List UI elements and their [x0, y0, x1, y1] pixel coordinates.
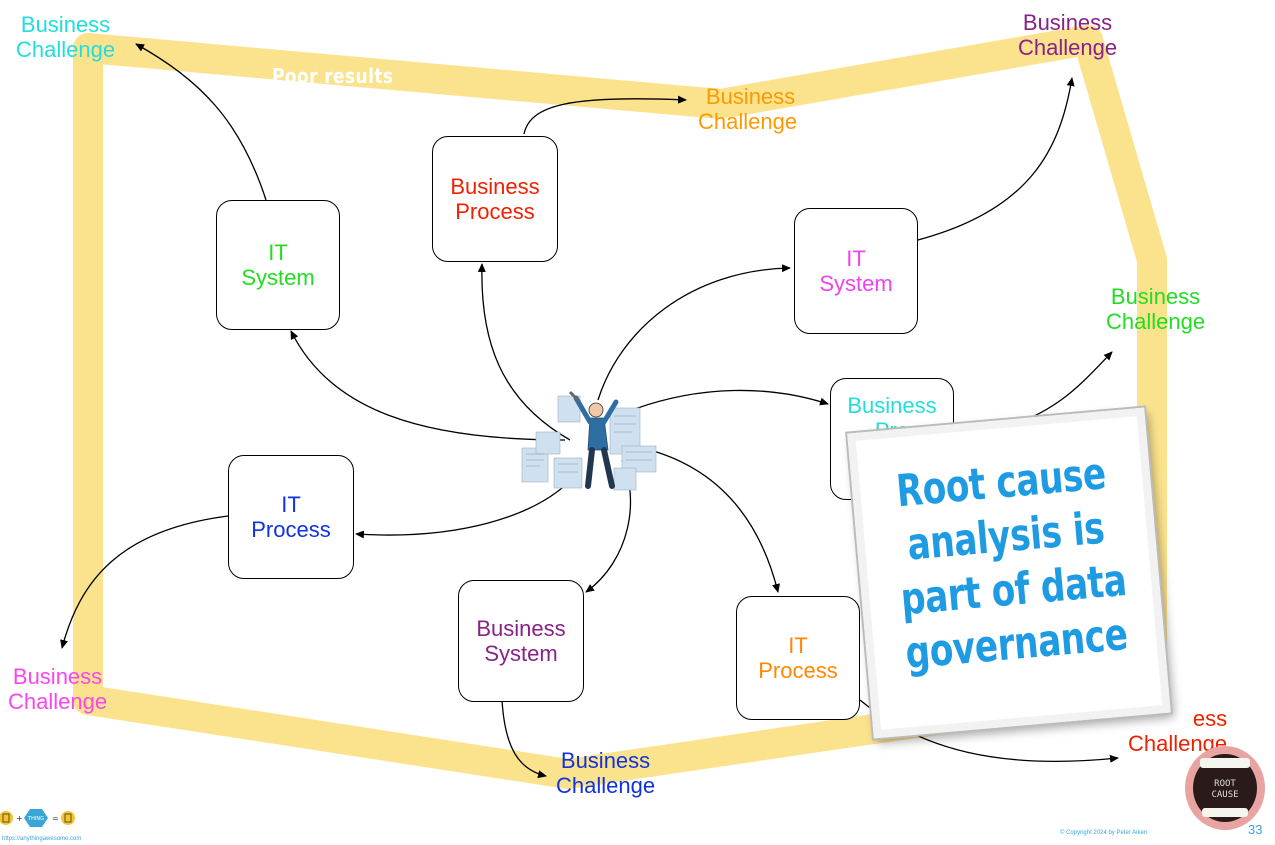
node-line1: Business [476, 616, 566, 641]
node-line2: Process [251, 517, 331, 542]
anythingawesome-logo: + THING = [0, 809, 75, 827]
node-it-system-right[interactable]: IT System [794, 208, 918, 334]
svg-text:=: = [52, 814, 59, 823]
challenge-line1: Business [20, 12, 111, 37]
challenge-top-left: Business Challenge [16, 12, 115, 62]
challenge-line1: Business [12, 664, 103, 689]
node-line2: System [241, 265, 315, 290]
node-line1: IT [268, 240, 288, 265]
challenge-line2: Challenge [8, 689, 108, 714]
svg-text:THING: THING [27, 816, 44, 822]
footer-url[interactable]: https://anythingawesome.com [2, 836, 82, 842]
arrow-business-system-to-challenge [501, 699, 547, 779]
node-line2: System [819, 271, 893, 296]
challenge-line1: Business [560, 748, 651, 773]
challenge-line1: ess [1192, 706, 1228, 731]
arrow-it-system-left-to-challenge [135, 43, 267, 201]
svg-text:CAUSE: CAUSE [1211, 790, 1238, 800]
poor-results-label: Poor results [272, 64, 394, 88]
root-cause-callout: Root cause analysis is part of data gove… [847, 407, 1171, 739]
node-business-system-bottom[interactable]: Business System [458, 580, 584, 702]
svg-text:+: + [16, 814, 23, 823]
challenge-line2: Challenge [1018, 35, 1118, 60]
page-number: 33 [1248, 822, 1263, 837]
arrow-it-process-left-to-challenge [60, 515, 229, 649]
arrow-person-to-it-system-right [597, 264, 791, 401]
challenge-top-right: Business Challenge [1018, 10, 1117, 60]
arrow-person-to-business-process [477, 263, 571, 441]
arrow-person-to-it-system-left [290, 330, 566, 441]
stressed-person-illustration [521, 390, 657, 491]
challenge-line2: Challenge [1106, 309, 1206, 334]
arrow-person-to-it-process-bottom [649, 449, 780, 593]
node-line1: Business [847, 393, 937, 418]
node-line1: IT [281, 492, 301, 517]
challenge-right: Business Challenge [1106, 284, 1205, 334]
node-line1: IT [846, 246, 866, 271]
challenge-line1: Business [705, 84, 796, 109]
svg-text:ROOT: ROOT [1214, 779, 1236, 789]
challenge-line2: Challenge [698, 109, 798, 134]
challenge-line1: Business [1110, 284, 1201, 309]
challenge-bottom-left: Business Challenge [8, 664, 107, 714]
node-line2: Process [758, 658, 838, 683]
node-line1: IT [788, 633, 808, 658]
challenge-line1: Business [1022, 10, 1113, 35]
challenge-bottom-center: Business Challenge [556, 748, 655, 798]
arrow-person-to-business-process-right [631, 389, 829, 411]
challenge-line2: Challenge [16, 37, 116, 62]
arrow-process-to-challenge [523, 95, 687, 135]
root-cause-mouth-image: ROOT CAUSE [1185, 746, 1265, 830]
challenge-line2: Challenge [556, 773, 656, 798]
node-line2: Process [455, 199, 535, 224]
node-business-process-top[interactable]: Business Process [432, 136, 558, 262]
node-it-process-left[interactable]: IT Process [228, 455, 354, 579]
node-it-system-left[interactable]: IT System [216, 200, 340, 330]
callout-text: Root cause analysis is part of data gove… [889, 447, 1129, 681]
node-it-process-bottom[interactable]: IT Process [736, 596, 860, 720]
node-line2: System [484, 641, 558, 666]
arrow-it-system-right-to-challenge [917, 77, 1075, 241]
node-line1: Business [450, 174, 540, 199]
copyright-notice: © Copyright 2024 by Peter Aiken [1060, 830, 1148, 836]
challenge-top-center: Business Challenge [698, 84, 797, 134]
